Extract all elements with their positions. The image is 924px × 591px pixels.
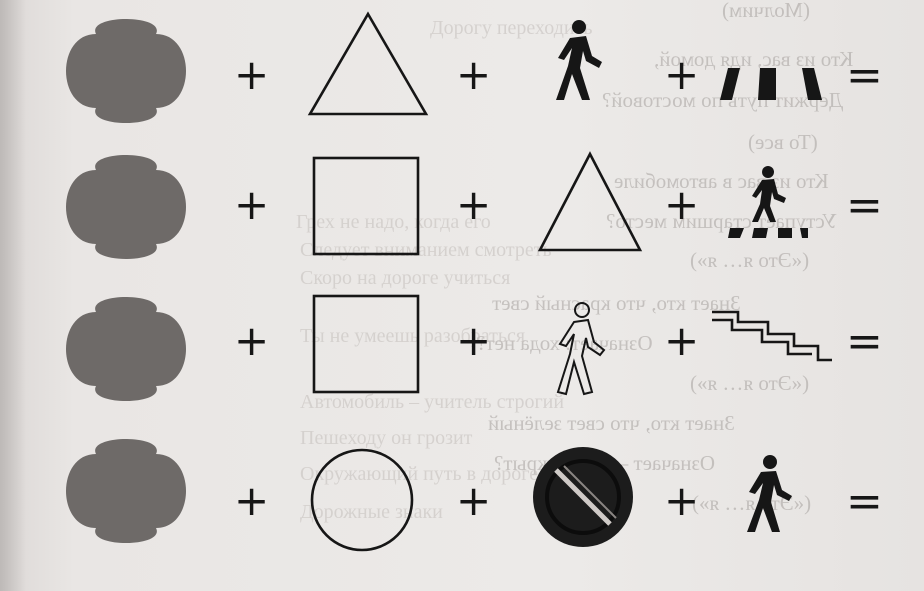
triangle-icon bbox=[537, 151, 643, 252]
no-entry-sign-icon bbox=[533, 447, 633, 547]
pedestrian-outline-icon bbox=[556, 302, 606, 396]
gray-blob-icon bbox=[66, 19, 186, 123]
plus-sign: + bbox=[456, 50, 492, 99]
plus-sign: + bbox=[664, 316, 700, 365]
equals-sign: = bbox=[846, 316, 883, 367]
bleed-text-line: Скоро на дороге учиться bbox=[300, 267, 511, 289]
bleed-text-line: Дорогу переходить bbox=[430, 17, 593, 39]
square-icon bbox=[312, 294, 420, 394]
bleed-text-line: Окружающий путь в дороге bbox=[300, 463, 539, 485]
plus-sign: + bbox=[456, 476, 492, 525]
plus-sign: + bbox=[664, 476, 700, 525]
pedestrian-on-crosswalk-icon bbox=[728, 166, 808, 238]
gray-blob-icon bbox=[66, 297, 186, 401]
triangle-icon bbox=[307, 11, 429, 116]
crosswalk-stripes-icon bbox=[720, 68, 822, 100]
plus-sign: + bbox=[456, 316, 492, 365]
equals-sign: = bbox=[846, 180, 883, 231]
bleed-text-line: Грех не надо, когда его bbox=[296, 211, 491, 233]
plus-sign: + bbox=[234, 180, 270, 229]
gray-blob-icon bbox=[66, 439, 186, 543]
bleed-text-line: Знает кто, что красный свет bbox=[492, 291, 741, 315]
bleed-text-line: (То все) bbox=[748, 130, 818, 154]
bleed-text-line: (Молчим) bbox=[722, 0, 810, 22]
stairs-icon bbox=[712, 310, 832, 362]
bleed-text-line: Пешеходу он грозит bbox=[300, 427, 473, 449]
bleed-text-line: («Это я… я») bbox=[690, 248, 810, 272]
page-edge-shadow bbox=[0, 0, 26, 591]
plus-sign: + bbox=[234, 50, 270, 99]
square-icon bbox=[312, 156, 420, 256]
bleed-text-line: Ты не умеешь разобраться bbox=[300, 325, 526, 347]
equals-sign: = bbox=[846, 476, 883, 527]
plus-sign: + bbox=[664, 180, 700, 229]
plus-sign: + bbox=[234, 316, 270, 365]
circle-icon bbox=[310, 448, 414, 552]
plus-sign: + bbox=[234, 476, 270, 525]
walking-pedestrian-icon bbox=[556, 20, 602, 100]
plus-sign: + bbox=[664, 50, 700, 99]
bleed-text-line: Автомобиль – учитель строгий bbox=[300, 391, 565, 413]
equals-sign: = bbox=[846, 50, 883, 101]
plus-sign: + bbox=[456, 180, 492, 229]
bleed-text-line: Дорожные знаки bbox=[300, 501, 443, 523]
walking-pedestrian-icon bbox=[747, 455, 792, 532]
gray-blob-icon bbox=[66, 155, 186, 259]
bleed-text-line: («Это я… я») bbox=[690, 371, 810, 395]
bleed-text-line: Знает кто, что свет зелёный bbox=[488, 411, 735, 435]
